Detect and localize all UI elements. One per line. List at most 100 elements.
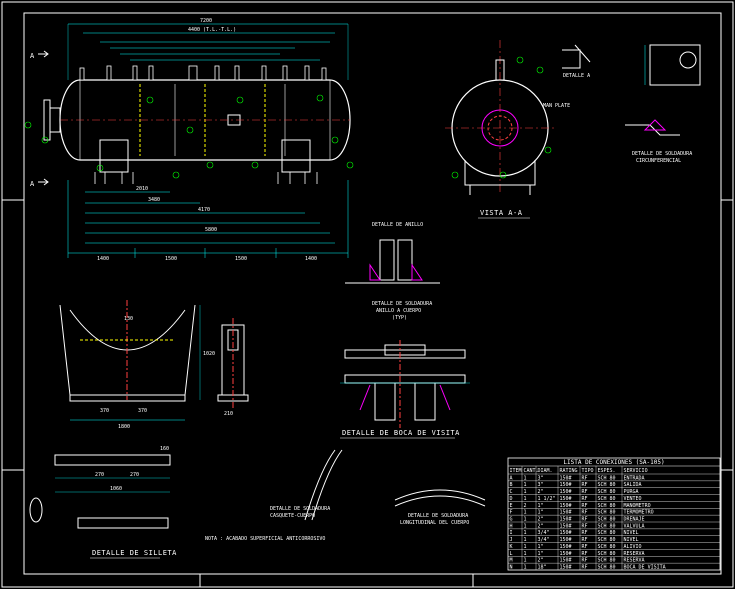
table-cell: 1 xyxy=(524,558,527,564)
table-cell: 2" xyxy=(538,489,544,495)
soldadura-long-title: DETALLE DE SOLDADURA xyxy=(408,513,468,519)
dim-overall-length: 7200 xyxy=(200,18,212,24)
table-cell: RF xyxy=(582,558,588,564)
table-cell: 2" xyxy=(538,523,544,529)
table-cell: 1" xyxy=(538,503,544,509)
table-cell: SCH 80 xyxy=(598,510,616,516)
table-cell: 1 xyxy=(524,482,527,488)
table-cell: RF xyxy=(582,517,588,523)
dim-4170: 4170 xyxy=(198,207,210,213)
table-cell: J xyxy=(510,537,513,543)
table-cell: NIVEL xyxy=(624,537,639,543)
table-cell: RF xyxy=(582,551,588,557)
table-cell: 1 xyxy=(524,551,527,557)
sheet-inner-border xyxy=(23,12,722,575)
table-cell: SCH 80 xyxy=(598,489,616,495)
soldadura-casquete-sub: CASQUETE-CUERPO xyxy=(270,513,315,519)
table-cell: 1 xyxy=(524,523,527,529)
saddle-height: 1020 xyxy=(203,351,215,357)
table-cell: 150# xyxy=(560,551,572,557)
table-cell: I xyxy=(510,530,513,536)
soldadura-long-sub: LONGITUDINAL DEL CUERPO xyxy=(400,520,469,526)
table-cell: SCH 80 xyxy=(598,537,616,543)
table-cell: D xyxy=(510,496,513,502)
dim-bottom-2: 1500 xyxy=(165,256,177,262)
detalle-a: DETALLE A xyxy=(562,44,701,86)
table-cell: 1" xyxy=(538,510,544,516)
saddle-width-dim: 1800 xyxy=(118,424,130,430)
table-cell: 150# xyxy=(560,523,572,529)
table-cell: RF xyxy=(582,496,588,502)
saddle-front: 1800 370 370 130 1020 xyxy=(59,300,215,430)
table-cell: L xyxy=(510,551,513,557)
table-title: LISTA DE CONEXIONES (SA-105) xyxy=(563,459,664,466)
manhole-label: MAN PLATE xyxy=(543,103,570,109)
table-cell: 150# xyxy=(560,489,572,495)
table-cell: SCH 80 xyxy=(598,503,616,509)
dim-total-lower: 5800 xyxy=(205,227,217,233)
table-header-cell: TIPO xyxy=(582,468,594,474)
detalle-silleta: 1060 270 270 160 DETALLE DE SILLETA xyxy=(29,446,177,559)
table-cell: 1 xyxy=(524,510,527,516)
table-cell: 150# xyxy=(560,475,572,481)
saddle-web: 130 xyxy=(124,316,133,322)
table-cell: 150# xyxy=(560,482,572,488)
saddle-inner-left: 370 xyxy=(100,408,109,414)
table-cell: RF xyxy=(582,530,588,536)
soldadura-circ-title: DETALLE DE SOLDADURA xyxy=(632,151,692,157)
soldadura-anillo-title: DETALLE DE SOLDADURA xyxy=(372,301,432,307)
table-cell: K xyxy=(510,544,513,550)
dim-bottom-1: 1400 xyxy=(97,256,109,262)
table-cell: A xyxy=(510,475,513,481)
table-cell: 1" xyxy=(538,544,544,550)
table-cell: N xyxy=(510,565,513,571)
dim-bottom-4: 1400 xyxy=(305,256,317,262)
soldadura-casquete-title: DETALLE DE SOLDADURA xyxy=(270,506,330,512)
table-cell: SCH 80 xyxy=(598,517,616,523)
table-cell: 150# xyxy=(560,496,572,502)
table-cell: TERMOMETRO xyxy=(624,510,654,516)
table-cell: SCH 80 xyxy=(598,544,616,550)
table-cell: C xyxy=(510,489,513,495)
saddle-side-dim: 210 xyxy=(224,411,233,417)
table-cell: DRENAJE xyxy=(624,517,645,523)
table-cell: NIVEL xyxy=(624,530,639,536)
table-cell: SCH 80 xyxy=(598,496,616,502)
table-cell: SALIDA xyxy=(624,482,642,488)
soldadura-anillo-sub: ANILLO A CUERPO xyxy=(376,308,421,314)
table-header-cell: ITEM xyxy=(510,468,522,474)
table-cell: 1 xyxy=(524,517,527,523)
table-cell: 1 xyxy=(524,489,527,495)
section-a-bottom-label: A xyxy=(30,180,35,188)
table-cell: BOCA DE VISITA xyxy=(624,565,666,571)
table-cell: SCH 80 xyxy=(598,565,616,571)
table-cell: RF xyxy=(582,523,588,529)
vista-a-a: VISTA A-A MAN PLATE xyxy=(445,40,570,219)
table-cell: 1 xyxy=(524,565,527,571)
silleta-dim-a: 1060 xyxy=(110,486,122,492)
vessel-elevation: 7200 4400 (T.L.-T.L.) xyxy=(24,18,354,262)
table-cell: 1 xyxy=(524,544,527,550)
table-cell: 150# xyxy=(560,530,572,536)
table-cell: RF xyxy=(582,489,588,495)
table-cell: 1 xyxy=(524,496,527,502)
table-cell: RF xyxy=(582,482,588,488)
table-cell: RF xyxy=(582,510,588,516)
nota-acabado: NOTA : ACABADO SUPERFICIAL ANTICORROSIVO xyxy=(205,536,325,542)
table-cell: SCH 80 xyxy=(598,551,616,557)
table-cell: RF xyxy=(582,503,588,509)
table-cell: 3" xyxy=(538,482,544,488)
table-cell: VALVULA xyxy=(624,523,645,529)
table-cell: RF xyxy=(582,475,588,481)
table-cell: SCH 80 xyxy=(598,482,616,488)
table-header-cell: CANT. xyxy=(524,468,539,474)
table-cell: ALIVIO xyxy=(624,544,642,550)
table-cell: RF xyxy=(582,537,588,543)
table-cell: 1 xyxy=(524,475,527,481)
section-a-top-label: A xyxy=(30,52,35,60)
table-cell: SCH 80 xyxy=(598,530,616,536)
table-header-cell: SERVICIO xyxy=(624,468,648,474)
